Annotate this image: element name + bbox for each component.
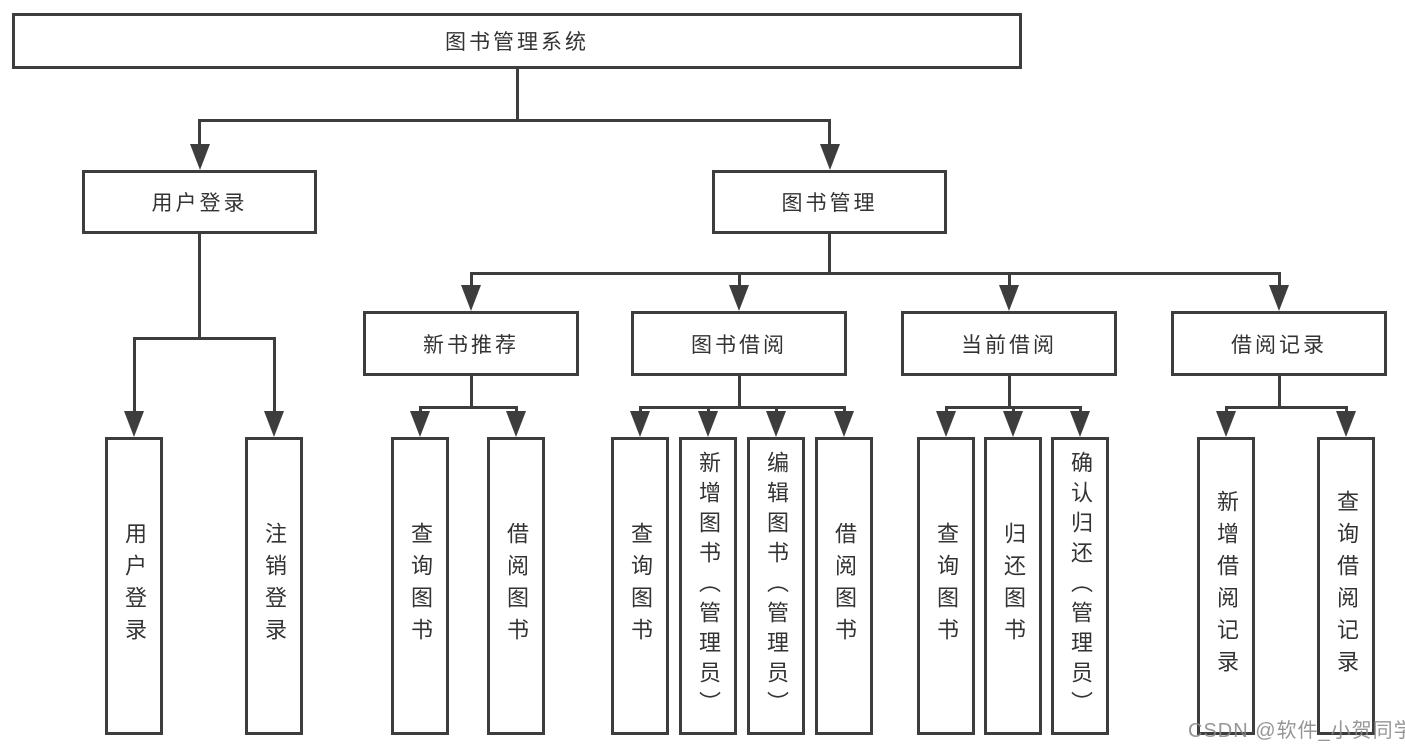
- connector-line: [272, 337, 276, 414]
- node-label: 新增图书（管理员）: [696, 451, 721, 721]
- node-user-login-leaf: 用户登录: [105, 437, 163, 735]
- connector-line: [515, 69, 519, 119]
- arrowhead-down-icon: [766, 411, 786, 437]
- arrowhead-down-icon: [729, 285, 749, 311]
- node-new-book-recommendation: 新书推荐: [363, 311, 579, 376]
- node-query-borrow-record: 查询借阅记录: [1317, 437, 1375, 735]
- node-label: 注销登录: [262, 522, 287, 650]
- arrowhead-down-icon: [834, 411, 854, 437]
- arrowhead-down-icon: [1003, 411, 1023, 437]
- csdn-watermark: CSDN @软件_小贺同学: [1188, 720, 1405, 742]
- connector-line: [1078, 406, 1082, 414]
- node-label: 新增借阅记录: [1214, 490, 1239, 682]
- arrowhead-down-icon: [124, 411, 144, 437]
- connector-line: [842, 406, 846, 414]
- connector-line: [1224, 406, 1348, 409]
- node-book-borrowing: 图书借阅: [631, 311, 847, 376]
- connector-line: [706, 406, 710, 414]
- arrowhead-down-icon: [819, 144, 840, 170]
- arrowhead-down-icon: [264, 411, 284, 437]
- connector-line: [469, 272, 473, 287]
- connector-line: [1344, 406, 1348, 414]
- node-book-management: 图书管理: [712, 170, 947, 234]
- connector-line: [514, 406, 518, 414]
- node-label: 查询图书: [628, 522, 653, 650]
- connector-line: [198, 119, 201, 146]
- node-user-login: 用户登录: [82, 170, 317, 234]
- arrowhead-down-icon: [1269, 285, 1289, 311]
- arrowhead-down-icon: [189, 144, 210, 170]
- node-system-root: 图书管理系统: [12, 13, 1022, 69]
- arrowhead-down-icon: [1070, 411, 1090, 437]
- node-query-books-current: 查询图书: [917, 437, 975, 735]
- connector-line: [828, 234, 831, 272]
- node-edit-book-admin: 编辑图书（管理员）: [747, 437, 805, 735]
- connector-line: [737, 376, 741, 406]
- connector-line: [198, 119, 831, 122]
- node-label: 确认归还（管理员）: [1068, 451, 1093, 721]
- connector-line: [132, 337, 136, 414]
- node-query-books-borrow: 查询图书: [611, 437, 669, 735]
- connector-line: [1011, 406, 1015, 414]
- connector-line: [198, 234, 201, 337]
- connector-line: [944, 406, 948, 414]
- node-query-books-recommend: 查询图书: [391, 437, 449, 735]
- node-label: 查询借阅记录: [1334, 490, 1359, 682]
- connector-line: [828, 119, 831, 146]
- arrowhead-down-icon: [1216, 411, 1236, 437]
- node-borrow-books-recommend: 借阅图书: [487, 437, 545, 735]
- node-label: 归还图书: [1001, 522, 1026, 650]
- connector-line: [638, 406, 642, 414]
- node-label: 借阅图书: [832, 522, 857, 650]
- arrowhead-down-icon: [410, 411, 430, 437]
- node-label: 用户登录: [122, 522, 147, 650]
- arrowhead-down-icon: [936, 411, 956, 437]
- node-label: 编辑图书（管理员）: [764, 451, 789, 721]
- arrowhead-down-icon: [461, 285, 481, 311]
- connector-line: [1007, 376, 1011, 406]
- connector-line: [638, 406, 846, 409]
- connector-line: [774, 406, 778, 414]
- node-confirm-return-admin: 确认归还（管理员）: [1051, 437, 1109, 735]
- connector-line: [1007, 272, 1011, 287]
- node-label: 查询图书: [408, 522, 433, 650]
- arrowhead-down-icon: [1336, 411, 1356, 437]
- node-current-borrowing: 当前借阅: [901, 311, 1117, 376]
- arrowhead-down-icon: [506, 411, 526, 437]
- arrowhead-down-icon: [630, 411, 650, 437]
- node-label: 查询图书: [934, 522, 959, 650]
- node-label: 借阅图书: [504, 522, 529, 650]
- connector-line: [418, 406, 422, 414]
- connector-line: [418, 406, 518, 409]
- node-borrowing-records: 借阅记录: [1171, 311, 1387, 376]
- connector-line: [1224, 406, 1228, 414]
- arrowhead-down-icon: [999, 285, 1019, 311]
- connector-line: [1277, 376, 1281, 406]
- connector-line: [1277, 272, 1281, 287]
- node-add-book-admin: 新增图书（管理员）: [679, 437, 737, 735]
- connector-line: [737, 272, 741, 287]
- node-borrow-books-leaf: 借阅图书: [815, 437, 873, 735]
- connector-line: [469, 272, 1281, 275]
- node-logout: 注销登录: [245, 437, 303, 735]
- connector-line: [469, 376, 473, 406]
- node-add-borrow-record: 新增借阅记录: [1197, 437, 1255, 735]
- connector-line: [132, 337, 276, 340]
- arrowhead-down-icon: [698, 411, 718, 437]
- node-return-book: 归还图书: [984, 437, 1042, 735]
